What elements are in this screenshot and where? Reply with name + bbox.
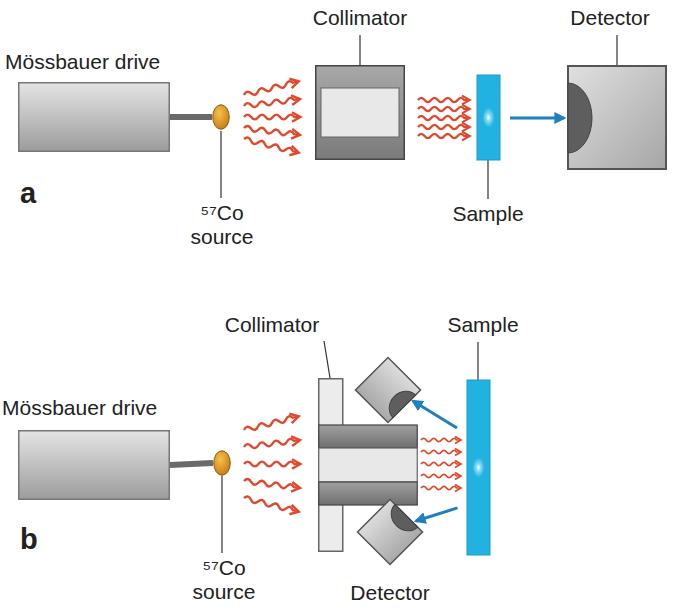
sample-slab: Sample xyxy=(467,380,490,555)
detector-box: Detector xyxy=(567,65,667,170)
source-pellet-shape xyxy=(212,104,230,130)
part-label: ⁵⁷Co source xyxy=(180,201,264,249)
source-pellet: ⁵⁷Co source xyxy=(213,450,231,476)
panel-letter: b xyxy=(20,524,38,556)
collimator-box-shape xyxy=(315,65,405,160)
drive-rod xyxy=(170,463,213,465)
part-label: Mössbauer drive xyxy=(2,396,202,420)
signal-arrow xyxy=(416,508,458,521)
scatter-arrow xyxy=(413,401,457,428)
sample-slab-shape xyxy=(467,380,490,555)
source-pellet: ⁵⁷Co source xyxy=(212,104,230,130)
drive-box: Mössbauer drive xyxy=(18,82,170,152)
drive-box: Mössbauer drive xyxy=(18,430,170,500)
detector-box-shape xyxy=(567,65,667,170)
detector-box-shape xyxy=(357,499,423,565)
part-label: Collimator xyxy=(207,313,337,337)
part-label: Detector xyxy=(330,581,450,605)
drive-rod xyxy=(170,114,212,120)
part-label: Mössbauer drive xyxy=(5,50,205,74)
sample-slab: Sample xyxy=(477,75,500,160)
part-label: Detector xyxy=(550,6,670,30)
sample-slab-shape xyxy=(477,75,500,160)
collimator-box: Collimator xyxy=(315,65,405,160)
source-pellet-shape xyxy=(213,450,231,476)
part-label: Sample xyxy=(438,202,538,226)
part-label: Sample xyxy=(428,313,538,337)
detector-symbol xyxy=(355,357,420,422)
drive-box-shape xyxy=(18,82,170,152)
drive-box-shape xyxy=(18,430,170,500)
part-label: ⁵⁷Co source xyxy=(182,556,266,604)
panel-letter: a xyxy=(20,178,36,210)
detector-box: Detector xyxy=(357,499,423,565)
signal-arrow xyxy=(510,117,564,120)
part-label: Collimator xyxy=(300,6,420,30)
gamma-rays xyxy=(243,412,461,517)
leader-lines xyxy=(221,35,617,553)
